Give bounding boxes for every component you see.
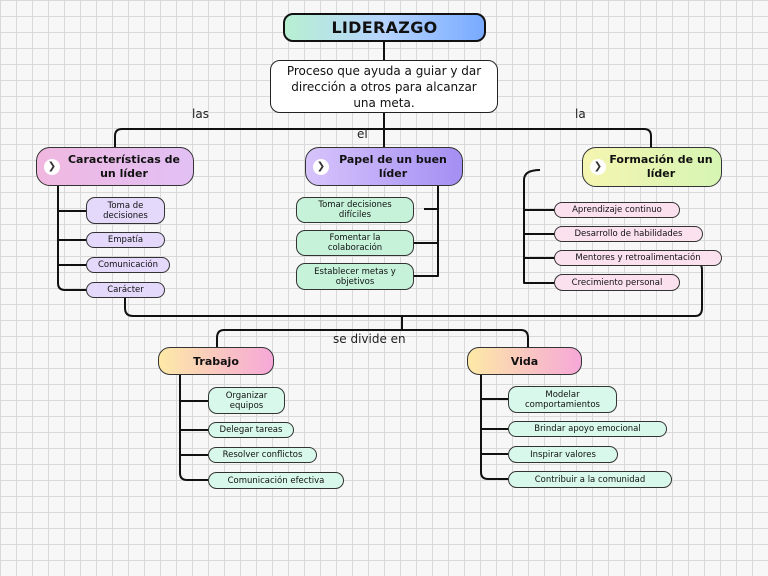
connector-las: las [192,107,209,121]
connector-se-divide-en: se divide en [333,332,406,346]
chevron-right-icon[interactable]: ❯ [313,158,329,175]
branch-formacion[interactable]: ❯ Formación de un líder [582,147,722,187]
leaf-resolver-conflictos[interactable]: Resolver conflictos [208,447,317,463]
leaf-brindar-apoyo[interactable]: Brindar apoyo emocional [508,421,667,437]
definition-box[interactable]: Proceso que ayuda a guiar y dar direcció… [270,60,498,113]
subtopic-vida[interactable]: Vida [467,347,582,375]
leaf-desarrollo-habilidades[interactable]: Desarrollo de habilidades [554,226,703,242]
leaf-tomar-decisiones-dificiles[interactable]: Tomar decisiones difíciles [296,197,414,223]
branch-caracteristicas[interactable]: ❯ Características de un líder [36,147,194,186]
leaf-contribuir-comunidad[interactable]: Contribuir a la comunidad [508,471,672,488]
branch-label: Características de un líder [67,152,180,180]
leaf-establecer-metas[interactable]: Establecer metas y objetivos [296,263,414,290]
main-title[interactable]: LIDERAZGO [283,13,486,42]
leaf-modelar-comportamientos[interactable]: Modelar comportamientos [508,386,617,413]
leaf-crecimiento-personal[interactable]: Crecimiento personal [554,274,680,291]
chevron-right-icon[interactable]: ❯ [590,159,606,175]
leaf-fomentar-colaboracion[interactable]: Fomentar la colaboración [296,230,414,256]
branch-papel[interactable]: ❯ Papel de un buen líder [305,147,463,186]
subtopic-trabajo[interactable]: Trabajo [158,347,274,375]
leaf-aprendizaje-continuo[interactable]: Aprendizaje continuo [554,202,680,218]
leaf-mentores[interactable]: Mentores y retroalimentación [554,250,722,266]
branch-label: Formación de un líder [609,153,713,180]
connector-el: el [357,127,368,141]
connector-la: la [575,107,586,121]
chevron-right-icon[interactable]: ❯ [44,158,60,175]
leaf-comunicacion-efectiva[interactable]: Comunicación efectiva [208,472,344,489]
branch-label: Papel de un buen líder [339,152,447,180]
leaf-empatia[interactable]: Empatía [86,232,165,248]
leaf-comunicacion[interactable]: Comunicación [86,257,170,273]
leaf-delegar-tareas[interactable]: Delegar tareas [208,422,294,438]
leaf-caracter[interactable]: Carácter [86,282,165,298]
leaf-inspirar-valores[interactable]: Inspirar valores [508,446,618,463]
leaf-organizar-equipos[interactable]: Organizar equipos [208,387,285,414]
leaf-toma-de-decisiones[interactable]: Toma de decisiones [86,197,165,224]
